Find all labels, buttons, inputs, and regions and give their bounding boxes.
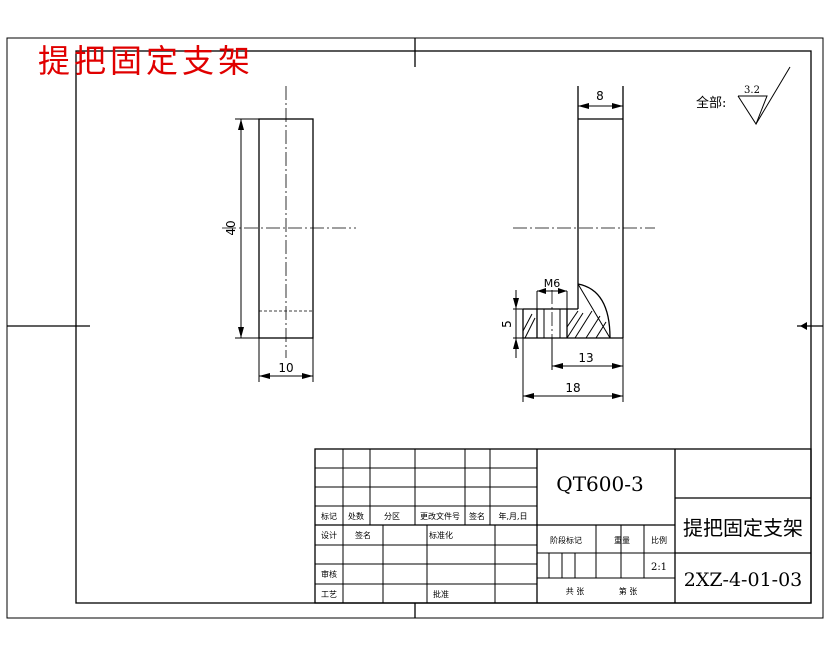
tb-label-sheet: 第 张 [619,586,638,596]
side-view: 40 10 [222,86,356,382]
dim-height-40: 40 [224,220,238,235]
tb-label-mark: 标记 [321,511,337,521]
tb-label-approve: 批准 [433,589,449,599]
surface-finish-label: 全部: [696,95,726,111]
tb-drawing-number: 2XZ-4-01-03 [684,569,803,591]
tb-label-change-doc: 更改文件号 [420,511,460,521]
tb-label-signature: 签名 [469,511,485,521]
tb-label-signature2: 签名 [355,530,371,540]
dim-width-8: 8 [596,89,604,103]
dim-width-13: 13 [578,351,593,365]
surface-finish-symbol: 全部: 3.2 [696,66,791,126]
title-block: 标记 处数 分区 更改文件号 签名 年,月,日 设计 签名 标准化 阶段标记 重… [314,448,812,604]
tb-label-design: 设计 [321,530,337,540]
overlay-title: 提把固定支架 [38,42,254,80]
tb-label-stage-mark: 阶段标记 [550,535,582,545]
tb-label-process: 工艺 [321,590,337,599]
dim-width-10: 10 [278,361,293,375]
dim-thread-m6: M6 [544,277,561,290]
tb-material: QT600-3 [556,472,643,496]
tb-label-weight: 重量 [614,535,630,545]
tb-label-standardization: 标准化 [429,530,453,540]
tb-label-zone: 分区 [384,512,400,521]
tb-label-scale: 比例 [651,535,667,545]
dim-width-18: 18 [565,381,580,395]
tb-label-review: 审核 [321,569,337,579]
tb-label-date: 年,月,日 [498,511,527,521]
orientation-arrow [800,322,807,330]
tb-label-total: 共 张 [566,587,585,596]
front-view: 8 M6 5 [500,86,655,402]
surface-finish-value: 3.2 [744,85,760,96]
dim-height-5: 5 [500,320,514,328]
tb-label-count: 处数 [348,511,364,521]
tb-scale-value: 2:1 [651,562,667,573]
tb-part-name: 提把固定支架 [683,516,803,540]
